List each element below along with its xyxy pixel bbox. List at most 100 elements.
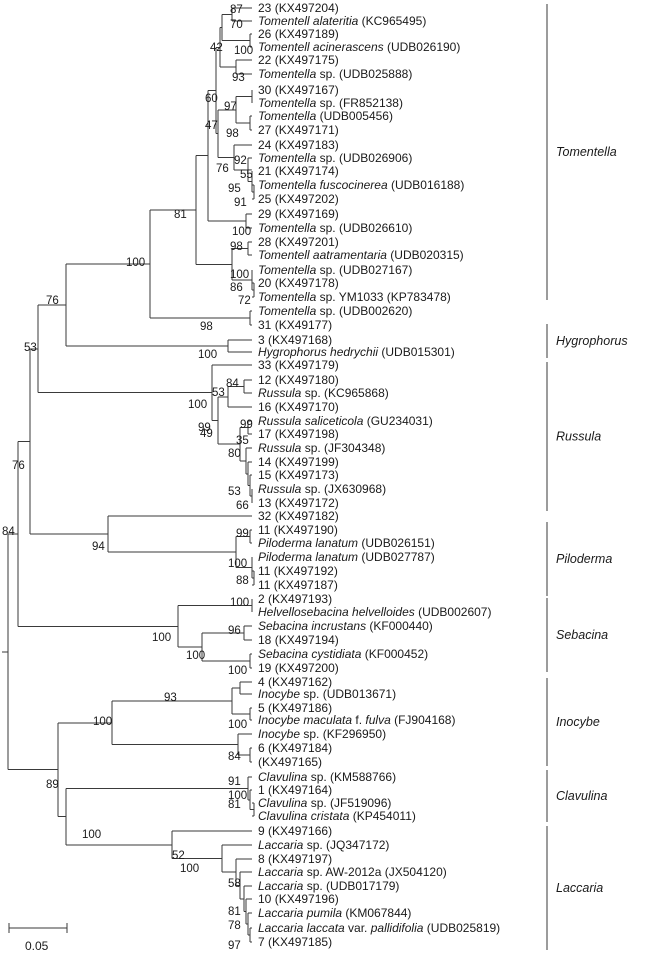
leaf-label: 32 (KX497182) xyxy=(258,509,339,523)
leaf-label-part: 16 xyxy=(258,400,272,414)
leaf-label: 28 (KX497201) xyxy=(258,235,339,249)
bootstrap-value: 100 xyxy=(234,45,253,57)
leaf-label-part: Tomentella xyxy=(258,290,317,304)
leaf-label-part: (UDB016188) xyxy=(388,178,465,192)
leaf-label-part: (KX497200) xyxy=(271,661,338,675)
leaf-label-part: Inocybe maculata xyxy=(258,713,352,727)
bootstrap-value: 98 xyxy=(200,321,213,333)
leaf-label: Tomentella sp. (UDB027167) xyxy=(258,263,412,277)
leaf-label-part: sp. YM1033 xyxy=(316,290,383,304)
leaf-label: 9 (KX497166) xyxy=(258,824,332,838)
leaf-label-part: sp. xyxy=(307,770,326,784)
leaf-label-part: Russula xyxy=(258,482,302,496)
bootstrap-value: 47 xyxy=(205,120,218,132)
leaf-label: Russula sp. (JF304348) xyxy=(258,441,385,455)
leaf-label: 11 (KX497192) xyxy=(258,564,338,578)
leaf-label: Tomentella sp. (UDB002620) xyxy=(258,304,412,318)
leaf-label: 14 (KX497199) xyxy=(258,455,339,469)
leaf-label-part: (KP454011) xyxy=(349,809,416,823)
leaf-label-part: (UDB015301) xyxy=(378,345,455,359)
bootstrap-value: 53 xyxy=(228,486,241,498)
leaf-label: 11 (KX497190) xyxy=(258,523,338,537)
leaf-label-part: (UDB013671) xyxy=(319,687,396,701)
clade-label: Clavulina xyxy=(556,789,607,803)
leaf-label-part: (KF000452) xyxy=(361,647,428,661)
leaf-label: 12 (KX497180) xyxy=(258,373,339,387)
leaf-label-part: (KC965868) xyxy=(321,386,389,400)
clade-bars: TomentellaHygrophorusRussulaPilodermaSeb… xyxy=(546,4,628,950)
leaf-label-part: sp. xyxy=(316,221,335,235)
bootstrap-value: 93 xyxy=(232,72,245,84)
bootstrap-value: 70 xyxy=(230,19,243,31)
leaf-label-part: (KX497178) xyxy=(271,276,338,290)
leaf-label-part: Tomentella xyxy=(258,67,317,81)
bootstrap-value: 97 xyxy=(224,101,237,113)
bootstrap-value: 100 xyxy=(93,716,112,728)
leaf-label: 17 (KX497198) xyxy=(258,427,339,441)
bootstrap-value: 100 xyxy=(180,863,199,875)
leaf-label: Sebacina incrustans (KF000440) xyxy=(258,619,433,633)
leaf-label: 21 (KX497174) xyxy=(258,164,339,178)
leaf-label: Russula saliceticola (GU234031) xyxy=(258,414,433,428)
leaf-label-part: sp. xyxy=(316,151,335,165)
bootstrap-value: 88 xyxy=(236,575,249,587)
leaf-label-part: 30 xyxy=(258,83,272,97)
leaf-label-part: (KX497199) xyxy=(271,455,338,469)
leaf-label: Russula sp. (KC965868) xyxy=(258,386,389,400)
bootstrap-value: 35 xyxy=(236,435,249,447)
bootstrap-value: 99 xyxy=(236,528,249,540)
bootstrap-value: 55 xyxy=(240,169,253,181)
leaf-label: 2 (KX497193) xyxy=(258,592,332,606)
leaf-label-part: 19 xyxy=(258,661,272,675)
leaf-label-part: (JF304348) xyxy=(321,441,386,455)
leaf-label-part: 9 xyxy=(258,824,265,838)
leaf-label-part: Tomentella xyxy=(258,263,317,277)
bootstrap-value: 52 xyxy=(172,850,185,862)
leaf-label-part: (KX497180) xyxy=(271,373,338,387)
leaf-label-part: 28 xyxy=(258,235,272,249)
leaf-label-part: sp. xyxy=(301,386,320,400)
leaf-label: 27 (KX497171) xyxy=(258,123,339,137)
leaf-label: 22 (KX497175) xyxy=(258,53,339,67)
bootstrap-value: 53 xyxy=(24,342,37,354)
clade-label: Russula xyxy=(556,430,601,444)
leaf-label-part: (KX497202) xyxy=(271,192,338,206)
leaf-label-part: 26 xyxy=(258,27,272,41)
leaf-label-part: 11 xyxy=(258,564,271,578)
leaf-label: Laccaria pumila (KM067844) xyxy=(258,906,411,920)
bootstrap-value: 78 xyxy=(228,920,241,932)
bootstrap-value: 100 xyxy=(82,829,101,841)
leaf-label: Piloderma lanatum (UDB027787) xyxy=(258,550,435,564)
leaf-label-part: (GU234031) xyxy=(363,414,432,428)
bootstrap-value: 42 xyxy=(210,42,223,54)
leaf-label-part: sp. AW-2012a xyxy=(303,865,381,879)
leaf-label: Tomentella fuscocinerea (UDB016188) xyxy=(258,178,464,192)
leaf-label: 10 (KX497196) xyxy=(258,892,339,906)
leaf-label-part: (UDB027167) xyxy=(336,263,413,277)
leaf-label-part: (UDB017179) xyxy=(323,879,400,893)
leaf-label-part: 6 xyxy=(258,741,265,755)
leaf-label-part: (JX630968) xyxy=(321,482,386,496)
bootstrap-value: 86 xyxy=(230,282,243,294)
leaf-label: Tomentell acinerascens (UDB026190) xyxy=(258,40,460,54)
leaf-label-part: Inocybe xyxy=(258,687,300,701)
leaf-label: Tomentella sp. YM1033 (KP783478) xyxy=(258,290,451,304)
leaf-label: 20 (KX497178) xyxy=(258,276,339,290)
bootstrap-value: 97 xyxy=(228,940,241,952)
leaf-label-part: (KX497189) xyxy=(271,27,338,41)
leaf-label-part: 23 xyxy=(258,1,272,15)
leaf-label-part: 27 xyxy=(258,123,272,137)
leaf-label: 18 (KX497194) xyxy=(258,633,339,647)
leaf-label-part: (KX497187) xyxy=(270,578,337,592)
leaf-label-part: Laccaria laccata xyxy=(258,921,345,935)
leaf-label-part: 8 xyxy=(258,852,265,866)
leaf-label-part: (UDB026190) xyxy=(384,40,461,54)
leaf-label-part: (KF000440) xyxy=(366,619,433,633)
leaf-label: 8 (KX497197) xyxy=(258,852,332,866)
leaf-label-part: 18 xyxy=(258,633,272,647)
bootstrap-value: 58 xyxy=(228,878,241,890)
leaf-label-part: (KX497174) xyxy=(271,164,338,178)
leaf-label-part: (KX497194) xyxy=(271,633,338,647)
leaf-label-part: 10 xyxy=(258,892,272,906)
